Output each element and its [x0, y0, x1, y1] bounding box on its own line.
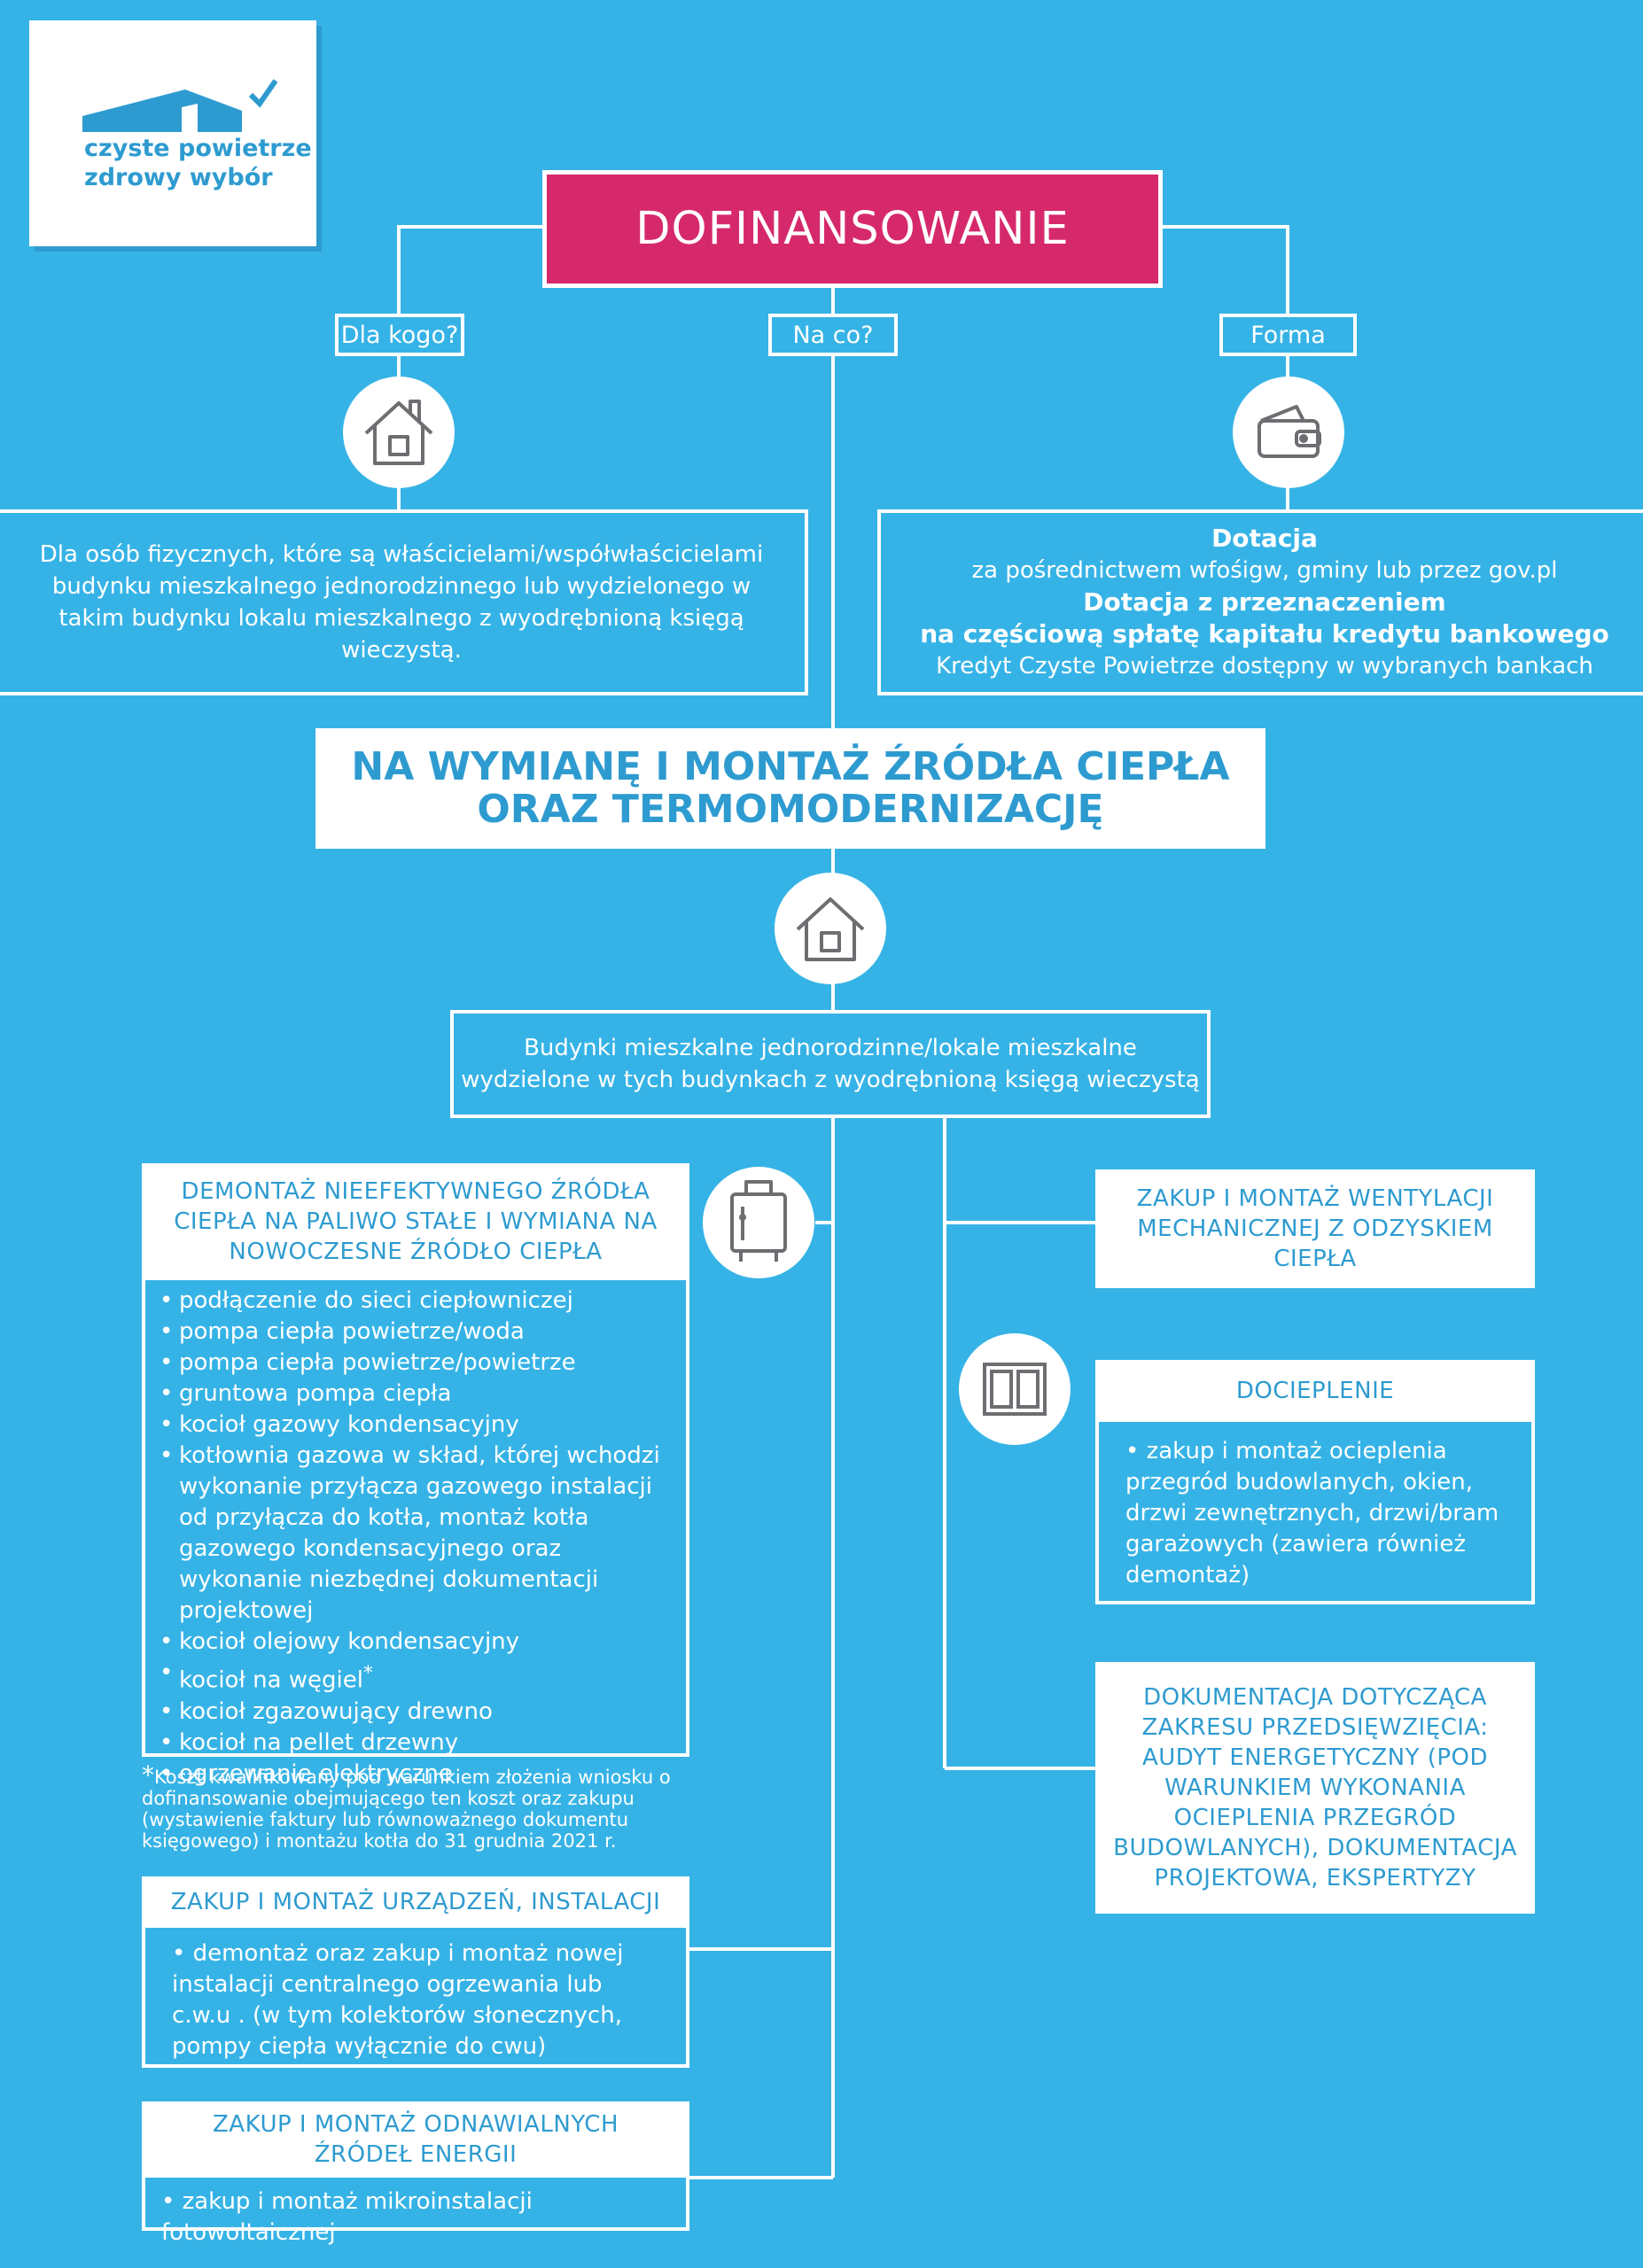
renewables-title-line-2: ŹRÓDEŁ ENERGII: [314, 2141, 518, 2168]
label-what: Na co?: [768, 314, 898, 356]
purpose-title: NA WYMIANĘ I MONTAŻ ŹRÓDŁA CIEPŁA ORAZ T…: [315, 728, 1265, 849]
label-form: Forma: [1219, 314, 1357, 356]
list-item: gruntowa pompa ciepła: [154, 1379, 677, 1410]
list-item: podłączenie do sieci ciepłowniczej: [154, 1285, 677, 1317]
form-grant-detail: za pośrednictwem wfośigw, gminy lub prze…: [971, 557, 1558, 584]
renewables-text: • zakup i montaż mikroinstalacji fotowol…: [161, 2188, 533, 2246]
footnote-text: Koszt kwalifikowany pod warunkiem złożen…: [142, 1767, 671, 1852]
boiler-icon: [703, 1167, 814, 1278]
list-item: ogrzewanie elektryczne: [154, 1759, 677, 1790]
house-icon: [343, 377, 455, 488]
list-item: kocioł na pellet drzewny: [154, 1728, 677, 1759]
documentation-line: DOKUMENTACJA DOTYCZĄCA: [1143, 1684, 1487, 1711]
form-description-box: Dotacja za pośrednictwem wfośigw, gminy …: [877, 509, 1643, 695]
ventilation-title: ZAKUP I MONTAŻ WENTYLACJI MECHANICZNEJ Z…: [1095, 1169, 1535, 1288]
buildings-line-1: Budynki mieszkalne jednorodzinne/lokale …: [524, 1035, 1137, 1061]
list-item: kocioł gazowy kondensacyjny: [154, 1410, 677, 1441]
buildings-line-2: wydzielone w tych budynkach z wyodrębnio…: [461, 1067, 1200, 1093]
purpose-title-line-1: NA WYMIANĘ I MONTAŻ ŹRÓDŁA CIEPŁA: [351, 744, 1230, 789]
documentation-line: WARUNKIEM WYKONANIA: [1164, 1775, 1466, 1801]
footnote: *Koszt kwalifikowany pod warunkiem złoże…: [142, 1763, 700, 1852]
wallet-icon: [1233, 377, 1344, 488]
main-title: DOFINANSOWANIE: [542, 170, 1163, 288]
heat-source-title-line-1: DEMONTAŻ NIEEFEKTYWNEGO ŹRÓDŁA: [181, 1178, 650, 1205]
list-item: kocioł olejowy kondensacyjny: [154, 1627, 677, 1658]
form-title-loan-2: na częściową spłatę kapitału kredytu ban…: [920, 619, 1609, 649]
heat-source-list-box: podłączenie do sieci ciepłowniczej pompa…: [142, 1280, 689, 1790]
documentation-title: DOKUMENTACJA DOTYCZĄCA ZAKRESU PRZEDSIĘW…: [1095, 1662, 1535, 1914]
list-item-text: kocioł na węgiel: [179, 1666, 363, 1694]
list-item: kocioł na węgiel*: [154, 1658, 677, 1697]
asterisk: *: [363, 1662, 373, 1684]
documentation-line: BUDOWLANYCH), DOKUMENTACJA: [1113, 1835, 1517, 1861]
heat-source-title-line-2: CIEPŁA NA PALIWO STAŁE I WYMIANA NA: [174, 1208, 658, 1235]
label-who: Dla kogo?: [335, 314, 464, 356]
footnote-mark: *: [142, 1760, 154, 1790]
devices-box: • demontaż oraz zakup i montaż nowej ins…: [142, 1928, 689, 2068]
devices-title: ZAKUP I MONTAŻ URZĄDZEŃ, INSTALACJI: [142, 1876, 689, 1928]
documentation-line: OCIEPLENIA PRZEGRÓD: [1173, 1805, 1457, 1831]
ventilation-title-line-3: CIEPŁA: [1273, 1246, 1357, 1272]
logo-line-2: zdrowy wybór: [84, 164, 273, 191]
heat-source-title: DEMONTAŻ NIEEFEKTYWNEGO ŹRÓDŁA CIEPŁA NA…: [142, 1163, 689, 1280]
ventilation-title-line-2: MECHANICZNEJ Z ODZYSKIEM: [1137, 1216, 1493, 1242]
who-description: Dla osób fizycznych, które są właściciel…: [39, 541, 764, 664]
list-item: pompa ciepła powietrze/woda: [154, 1317, 677, 1348]
logo: czyste powietrze zdrowy wybór: [29, 20, 316, 246]
logo-line-1: czyste powietrze: [84, 135, 312, 162]
form-title-grant: Dotacja: [1211, 524, 1318, 553]
heat-source-list: podłączenie do sieci ciepłowniczej pompa…: [154, 1285, 677, 1790]
documentation-line: ZAKRESU PRZEDSIĘWZIĘCIA:: [1141, 1714, 1489, 1741]
form-title-loan-1: Dotacja z przeznaczeniem: [1083, 587, 1446, 617]
insulation-title: DOCIEPLENIE: [1095, 1360, 1535, 1422]
list-item: kotłownia gazowa w skład, której wchodzi…: [154, 1441, 677, 1627]
insulation-box: • zakup i montaż ocieplenia przegród bud…: [1095, 1422, 1535, 1604]
insulation-text: • zakup i montaż ocieplenia przegród bud…: [1125, 1438, 1499, 1588]
renewables-title: ZAKUP I MONTAŻ ODNAWIALNYCH ŹRÓDEŁ ENERG…: [142, 2101, 689, 2178]
devices-text: • demontaż oraz zakup i montaż nowej ins…: [172, 1940, 624, 2060]
renewables-box: • zakup i montaż mikroinstalacji fotowol…: [142, 2178, 689, 2246]
form-loan-detail: Kredyt Czyste Powietrze dostępny w wybra…: [936, 653, 1593, 680]
house-roof-checkmark-logo: [82, 79, 278, 132]
renewables-title-line-1: ZAKUP I MONTAŻ ODNAWIALNYCH: [213, 2111, 619, 2138]
heat-source-title-line-3: NOWOCZESNE ŹRÓDŁO CIEPŁA: [229, 1239, 603, 1265]
house-icon: [775, 873, 886, 984]
who-description-box: Dla osób fizycznych, które są właściciel…: [0, 509, 808, 695]
list-item: pompa ciepła powietrze/powietrze: [154, 1348, 677, 1379]
buildings-box: Budynki mieszkalne jednorodzinne/lokale …: [450, 1010, 1211, 1118]
documentation-line: AUDYT ENERGETYCZNY (POD: [1141, 1744, 1489, 1771]
documentation-line: PROJEKTOWA, EKSPERTYZY: [1154, 1865, 1476, 1891]
purpose-title-line-2: ORAZ TERMOMODERNIZACJĘ: [477, 787, 1104, 832]
window-icon: [959, 1333, 1071, 1445]
list-item: kocioł zgazowujący drewno: [154, 1697, 677, 1728]
ventilation-title-line-1: ZAKUP I MONTAŻ WENTYLACJI: [1136, 1185, 1494, 1212]
